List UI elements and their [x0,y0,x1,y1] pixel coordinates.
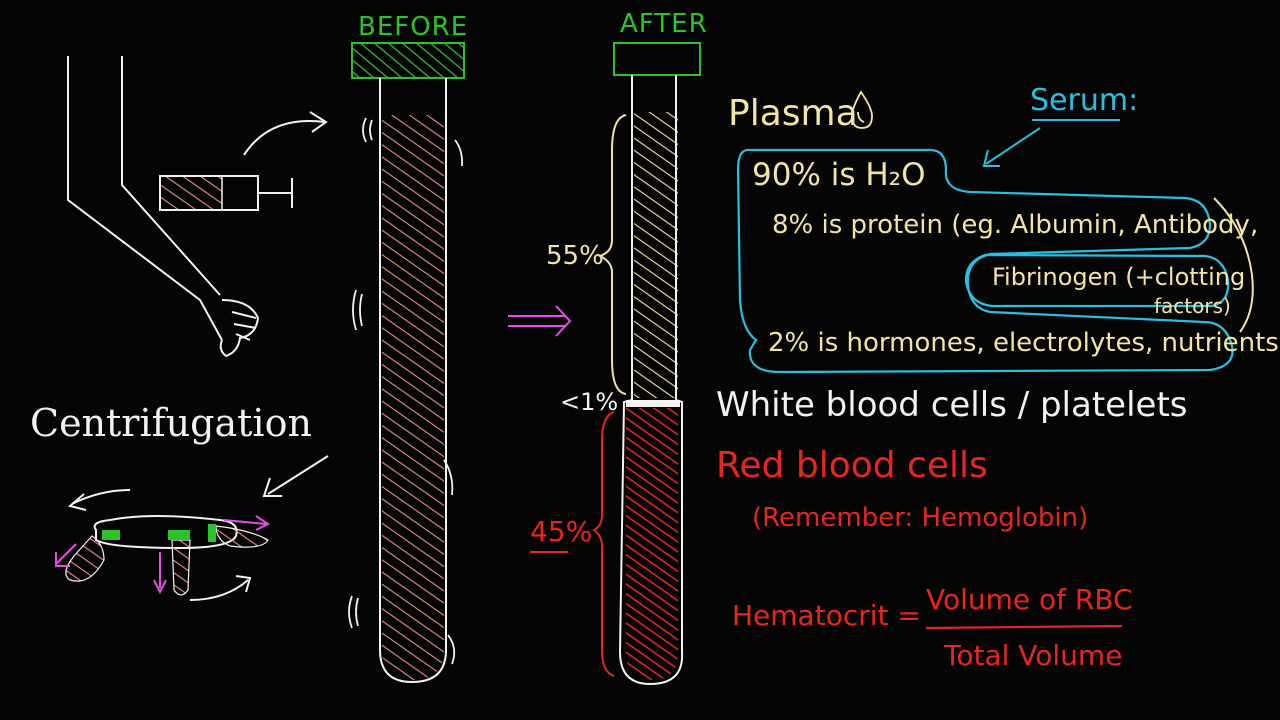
plasma-protein-text: 8% is protein (eg. Albumin, Antibody, [772,210,1259,240]
after-label: AFTER [620,9,708,39]
centrifugation-label: Centrifugation [30,401,312,445]
hematocrit-label: Hematocrit = [732,599,921,632]
percent-lt1-label: <1% [560,388,619,416]
syringe-drawing [159,175,293,211]
formula-numerator: Volume of RBC [926,583,1133,616]
brace-55 [597,114,627,395]
fraction-bar [925,624,1123,630]
wbc-label: White blood cells / platelets [716,385,1188,425]
percent-45-label: 45% [530,515,593,548]
brace-45 [592,411,615,677]
before-label: BEFORE [358,12,469,42]
serum-label: Serum: [1030,83,1139,118]
plasma-bracket [1213,197,1254,333]
syringe-to-tube-arrow [243,111,328,156]
centrifuge-drawing [55,455,329,601]
plasma-fibrinogen-text: Fibrinogen (+clotting [992,263,1246,291]
transform-arrow [508,305,572,337]
plasma-label: Plasma [728,93,858,134]
formula-denominator: Total Volume [944,639,1123,672]
droplet-icon [851,90,873,129]
fibrinogen-outline [964,253,1230,308]
remember-hemoglobin-text: (Remember: Hemoglobin) [752,503,1089,533]
plasma-hormones-text: 2% is hormones, electrolytes, nutrients [768,328,1279,358]
plasma-factors-text: factors) [1154,294,1231,318]
rbc-label: Red blood cells [716,445,988,486]
plasma-water-text: 90% is H₂O [752,157,926,193]
before-tube [348,42,465,684]
serum-arrow [982,119,1120,167]
serum-outline [736,148,1234,374]
arm-drawing [67,56,260,358]
after-tube [613,42,701,686]
percent-55-label: 55% [546,241,604,271]
